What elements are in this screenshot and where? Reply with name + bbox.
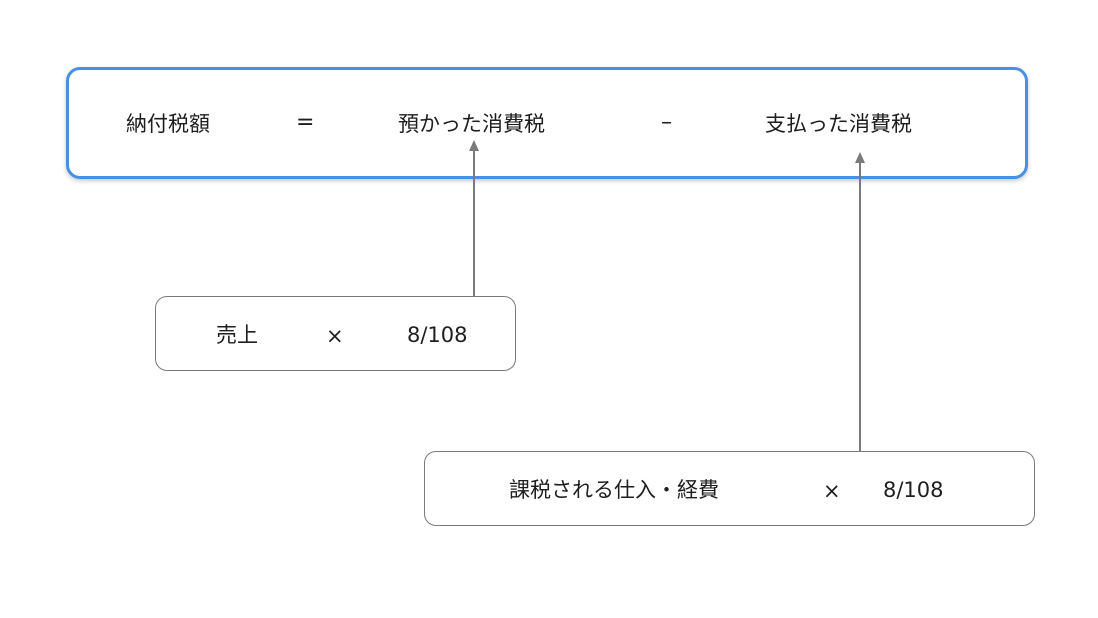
equals-sign: = [296,110,315,135]
sales-label: 売上 [216,323,258,347]
payable-tax-label: 納付税額 [126,112,210,136]
sales-tax-rate: 8/108 [407,323,468,347]
received-consumption-tax-label: 預かった消費税 [398,112,545,136]
taxable-purchases-label: 課税される仕入・経費 [509,478,719,502]
sales-multiply-sign: × [326,324,344,348]
purchase-multiply-sign: × [823,479,841,503]
purchase-tax-rate: 8/108 [883,478,944,502]
sales-calculation-box [155,296,516,371]
purchase-calculation-box [424,451,1035,526]
tax-formula-box [66,67,1028,179]
purchase-to-paid-tax-arrow [855,152,865,451]
minus-sign: – [661,110,672,135]
paid-consumption-tax-label: 支払った消費税 [765,112,912,136]
